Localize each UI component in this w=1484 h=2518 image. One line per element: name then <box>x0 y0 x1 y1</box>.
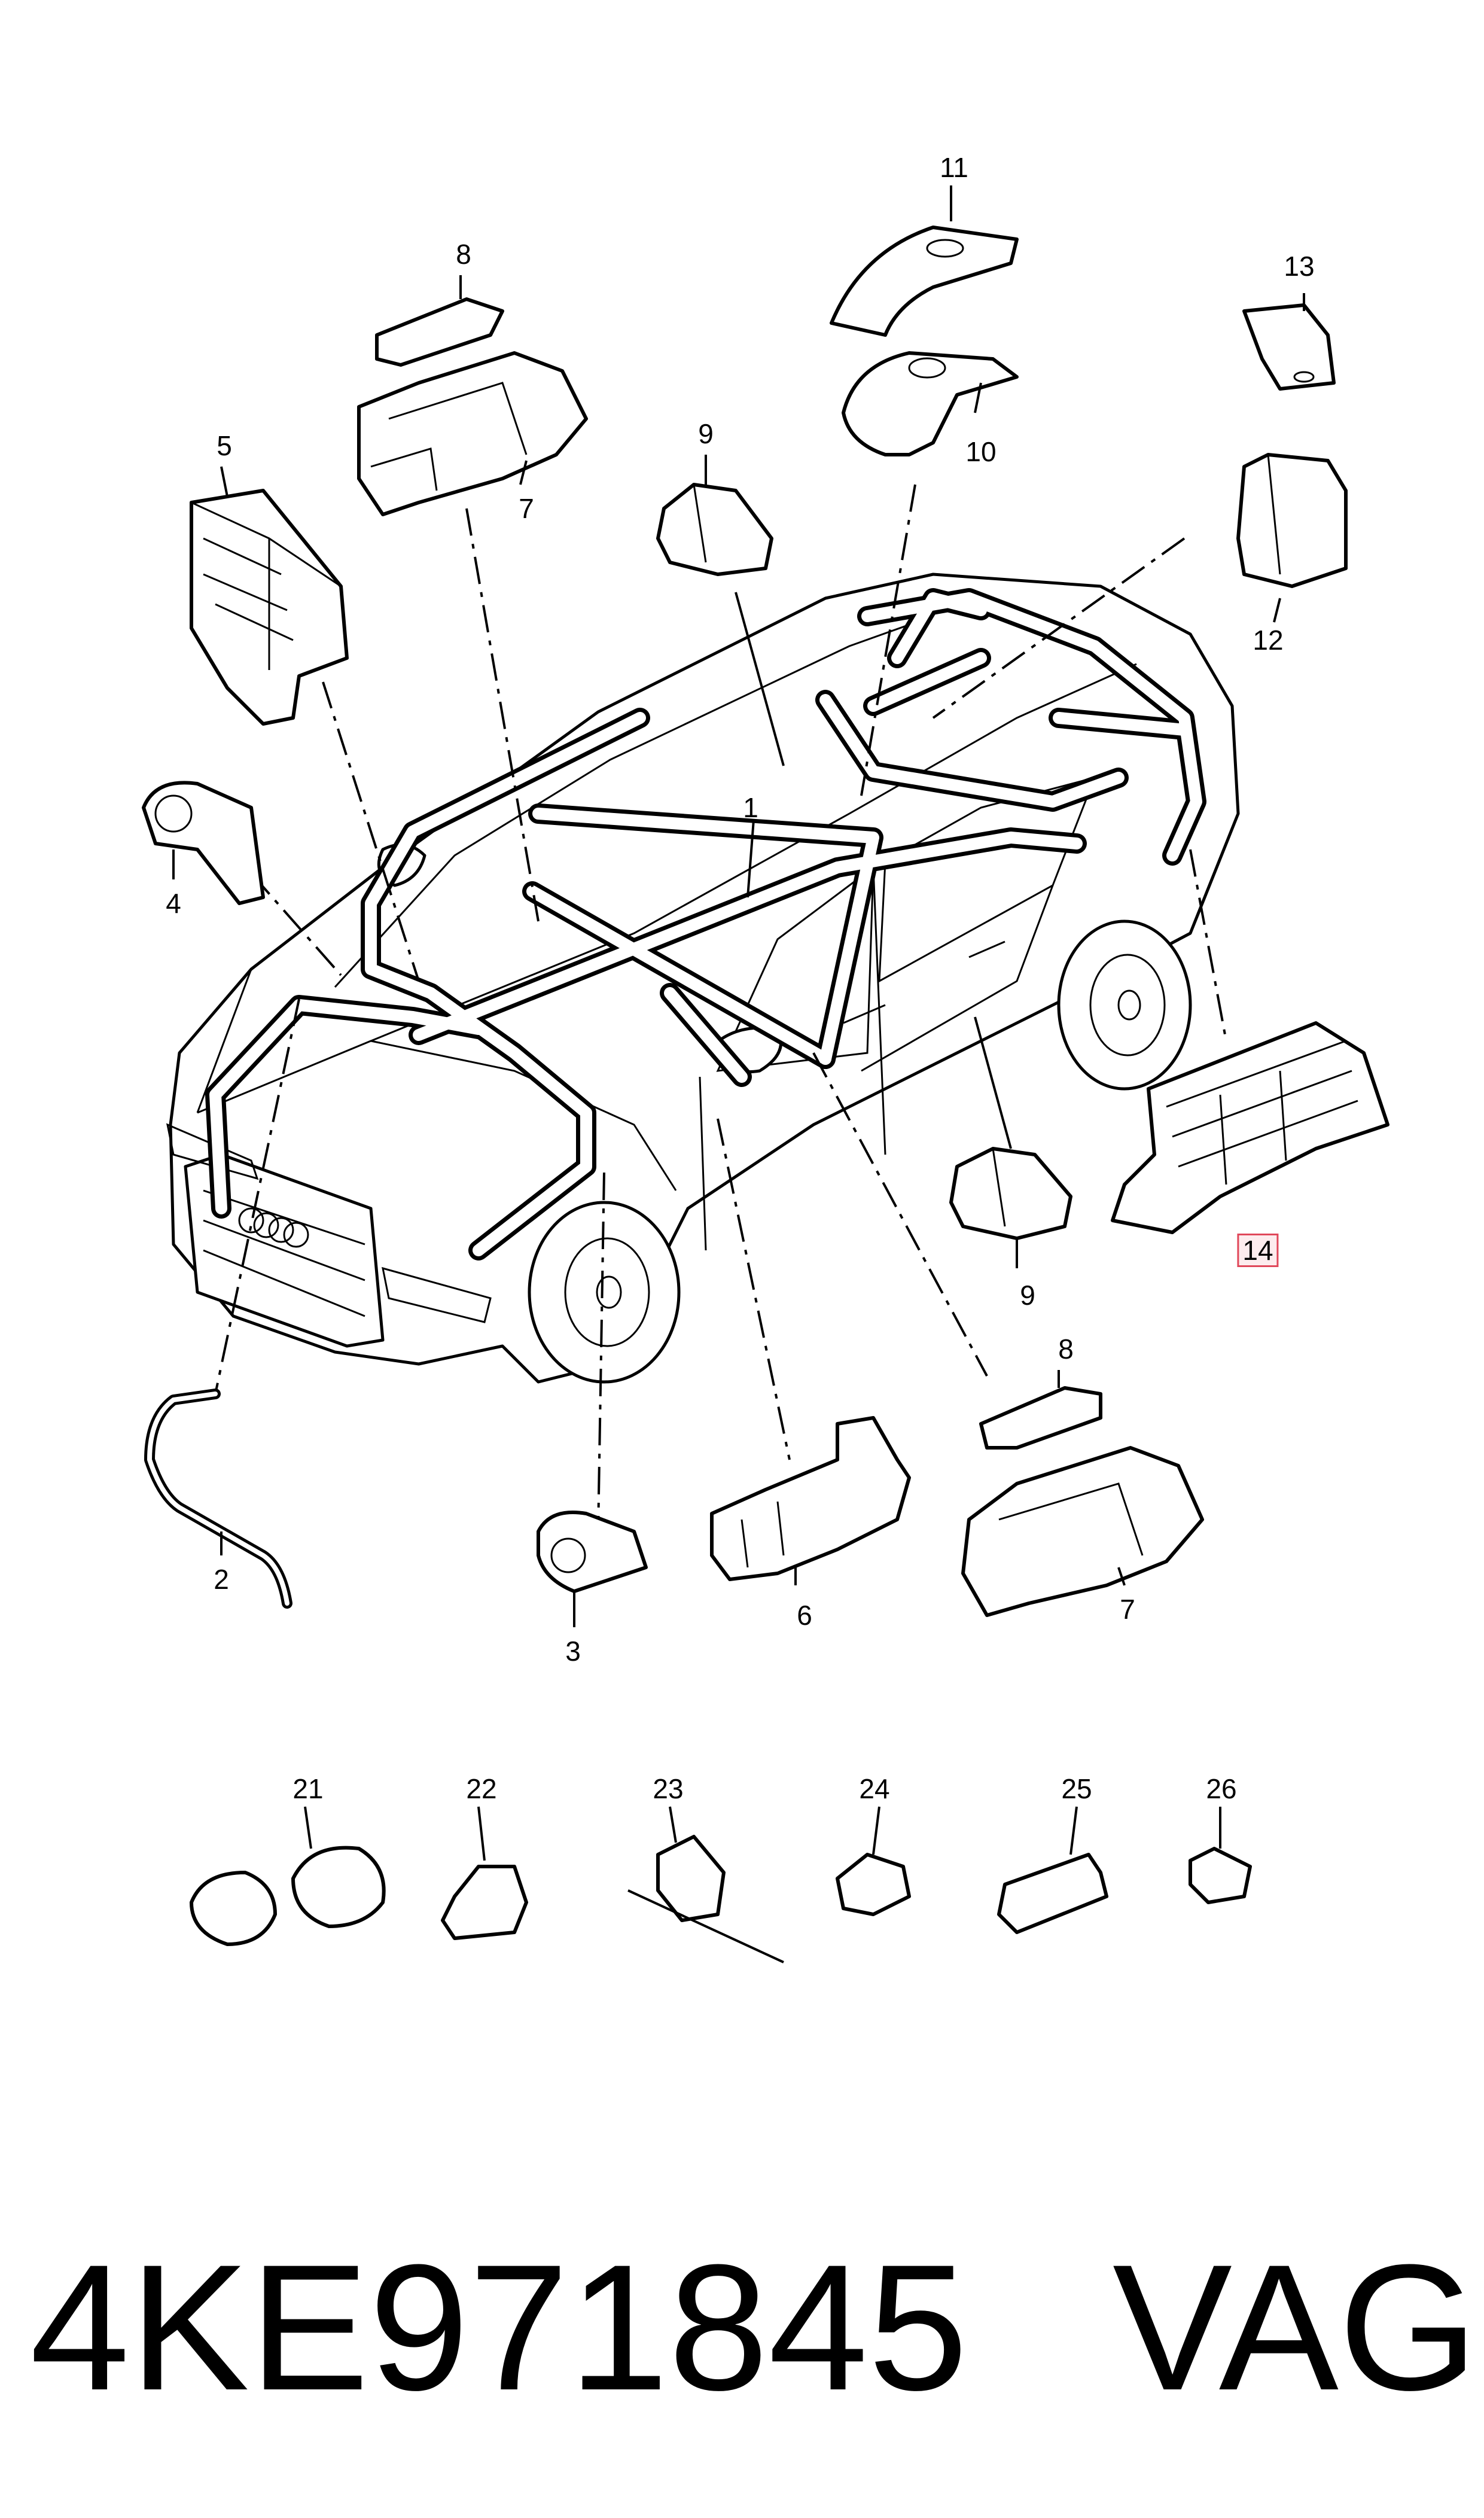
callout-8-top: 8 <box>456 239 471 270</box>
callout-9-top: 9 <box>698 418 714 449</box>
part-7-bracket-bottom <box>961 1446 1204 1617</box>
part-7-bracket-top <box>357 351 588 516</box>
part-13-clip <box>1242 303 1336 391</box>
callout-9-bottom: 9 <box>1020 1280 1035 1311</box>
part-6-bracket <box>710 1416 911 1581</box>
callout-4: 4 <box>166 888 181 919</box>
callout-26: 26 <box>1206 1773 1237 1804</box>
part-12-bracket <box>1236 453 1348 588</box>
callout-8-bottom: 8 <box>1058 1333 1074 1365</box>
callout-5: 5 <box>217 430 232 461</box>
callout-ticks <box>172 185 1305 1861</box>
callout-10: 10 <box>965 436 997 467</box>
part-11-cover <box>830 226 1019 337</box>
callout-14: 14 <box>1237 1234 1279 1267</box>
callout-7-bottom: 7 <box>1120 1594 1135 1625</box>
callout-3: 3 <box>565 1636 581 1667</box>
part-9-connector-bottom <box>949 1147 1072 1240</box>
part-4-sensor <box>142 781 265 905</box>
part-10-mount <box>842 351 1019 456</box>
part-21-grommet <box>190 1846 386 1946</box>
callout-25: 25 <box>1061 1773 1092 1804</box>
callout-24: 24 <box>859 1773 890 1804</box>
callout-21: 21 <box>292 1773 324 1804</box>
part-8-cover-top <box>375 297 504 367</box>
callout-6: 6 <box>797 1600 812 1631</box>
part-number-text: 4KE971845 <box>30 2227 968 2428</box>
part-22-clip <box>441 1865 528 1940</box>
leader-lines <box>214 484 1227 1532</box>
part-8-cover-bottom <box>979 1386 1102 1450</box>
callout-2: 2 <box>214 1564 229 1595</box>
callout-1: 1 <box>743 792 758 823</box>
callout-11: 11 <box>940 152 968 183</box>
part-14-fuse-box <box>1111 1021 1389 1234</box>
callout-12: 12 <box>1253 625 1284 656</box>
callout-7-top: 7 <box>519 493 534 524</box>
part-24-clip <box>836 1853 911 1916</box>
wiring-harness <box>205 588 1206 1260</box>
part-2-cable <box>144 1389 292 1609</box>
part-5-relay-box <box>190 489 349 726</box>
part-23-cable-tie <box>627 1835 784 1963</box>
callout-13: 13 <box>1284 251 1315 282</box>
part-26-clip <box>1189 1847 1252 1904</box>
callout-23: 23 <box>653 1773 684 1804</box>
part-9-connector-top <box>656 483 773 576</box>
callout-22: 22 <box>466 1773 497 1804</box>
brand-text: VAG <box>1113 2227 1479 2428</box>
part-3-connector <box>537 1511 648 1593</box>
part-25-holder <box>997 1853 1108 1934</box>
